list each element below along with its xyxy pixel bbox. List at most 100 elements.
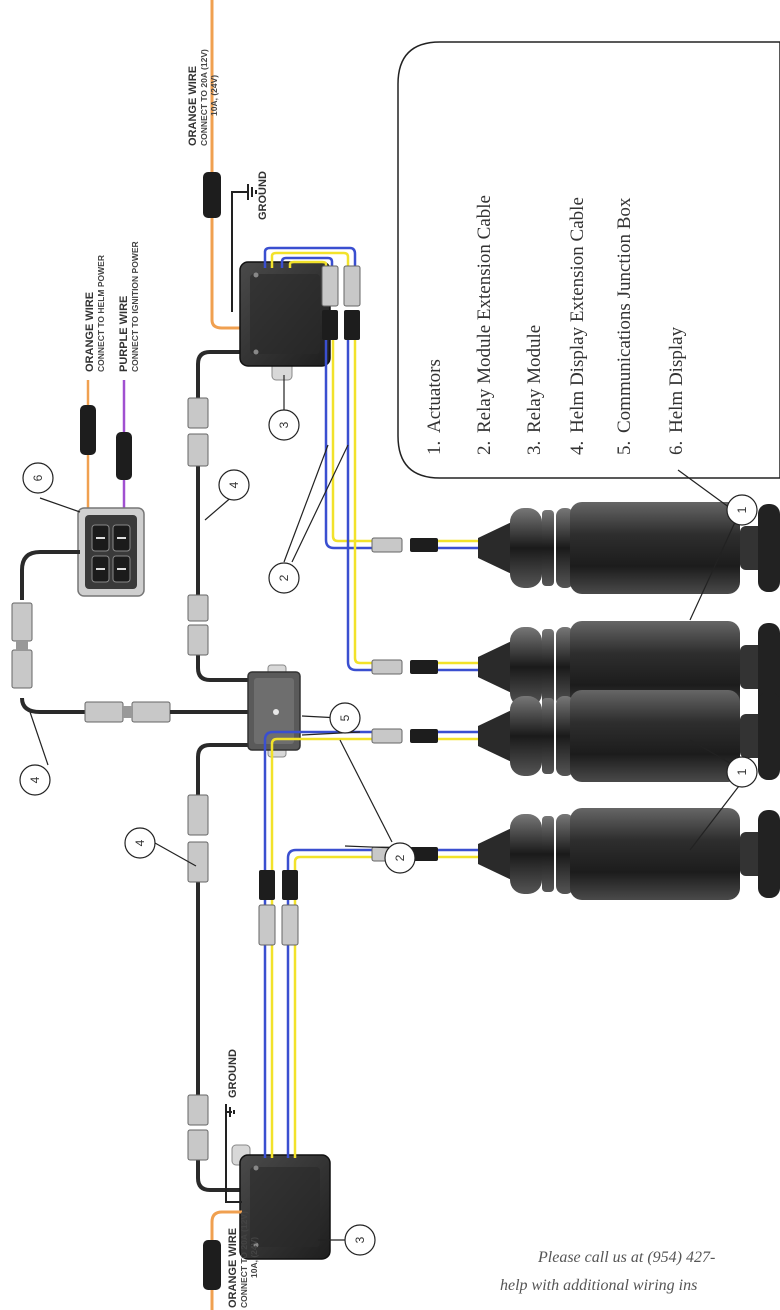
helm-power-wires bbox=[80, 380, 132, 510]
cable-connector bbox=[371, 728, 403, 744]
svg-text:1: 1 bbox=[735, 506, 749, 513]
junction-box bbox=[247, 664, 301, 758]
actuator bbox=[478, 690, 780, 782]
cable-connector bbox=[187, 397, 209, 1161]
top-ground-label: GROUND bbox=[257, 171, 269, 220]
callout-3-bottom: 3 bbox=[344, 1224, 376, 1256]
legend-item-1: 1. Actuators bbox=[424, 359, 445, 455]
cable-connector bbox=[410, 538, 438, 552]
svg-text:4: 4 bbox=[28, 776, 42, 783]
bottom-power-wire bbox=[203, 1104, 242, 1310]
svg-text:10A, (24V): 10A, (24V) bbox=[249, 1237, 259, 1278]
svg-text:ORANGE WIRE: ORANGE WIRE bbox=[187, 66, 199, 146]
legend-label-3: Relay Module bbox=[524, 325, 545, 433]
svg-text:5: 5 bbox=[338, 714, 352, 721]
callout-1-bottom: 1 bbox=[726, 756, 758, 788]
helm-purple-label: PURPLE WIRE CONNECT TO IGNITION POWER bbox=[118, 241, 140, 372]
legend-label-6: Helm Display bbox=[666, 326, 687, 433]
legend-item-4: 4. Helm Display Extension Cable bbox=[567, 197, 588, 455]
bottom-orange-label: ORANGE WIRE CONNECT TO 20A (12V) 10A, (2… bbox=[227, 1211, 259, 1308]
fuse-holder bbox=[203, 1240, 221, 1290]
cable-connector bbox=[259, 870, 275, 900]
cable-connector bbox=[11, 602, 171, 723]
legend-label-5: Communications Junction Box bbox=[614, 197, 635, 433]
legend-item-6: 6. Helm Display bbox=[666, 326, 687, 455]
callout-4-top: 4 bbox=[218, 469, 250, 501]
top-power-wire bbox=[203, 0, 257, 330]
svg-text:CONNECT TO 20A (12V): CONNECT TO 20A (12V) bbox=[239, 1211, 249, 1308]
svg-text:1: 1 bbox=[735, 768, 749, 775]
cable-connector bbox=[410, 847, 438, 861]
callout-4-left: 4 bbox=[19, 764, 51, 796]
ground-symbol-icon bbox=[247, 184, 257, 200]
callout-5: 5 bbox=[329, 702, 361, 734]
relay-module-bottom bbox=[231, 1144, 331, 1260]
legend-label-1: Actuators bbox=[424, 359, 445, 433]
svg-text:ORANGE WIRE: ORANGE WIRE bbox=[227, 1228, 239, 1308]
ground-symbol-icon bbox=[225, 1104, 235, 1120]
legend-num-4: 4. bbox=[567, 441, 588, 455]
callout-4-bottom: 4 bbox=[124, 827, 156, 859]
helm-display bbox=[77, 507, 145, 597]
cable-connector bbox=[281, 904, 299, 946]
svg-text:4: 4 bbox=[133, 839, 147, 846]
cable-connector bbox=[410, 660, 438, 674]
svg-text:3: 3 bbox=[277, 421, 291, 428]
leader-lines bbox=[29, 375, 743, 1241]
footer-line-2: help with additional wiring ins bbox=[500, 1277, 697, 1294]
legend-num-5: 5. bbox=[614, 441, 635, 455]
svg-text:4: 4 bbox=[227, 481, 241, 488]
legend-box: 1. Actuators 2. Relay Module Extension C… bbox=[397, 41, 780, 479]
svg-text:CONNECT TO HELM POWER: CONNECT TO HELM POWER bbox=[96, 255, 106, 372]
svg-text:6: 6 bbox=[31, 474, 45, 481]
actuator bbox=[478, 502, 780, 594]
svg-text:2: 2 bbox=[393, 854, 407, 861]
relay-extension-cable-bottom bbox=[258, 728, 480, 1158]
svg-text:GROUND: GROUND bbox=[227, 1049, 239, 1098]
legend-label-2: Relay Module Extension Cable bbox=[474, 195, 495, 433]
cable-connector bbox=[321, 265, 339, 307]
legend-label-4: Helm Display Extension Cable bbox=[567, 197, 588, 433]
svg-text:ORANGE WIRE: ORANGE WIRE bbox=[84, 292, 96, 372]
fuse-holder bbox=[116, 432, 132, 480]
callout-6: 6 bbox=[22, 462, 54, 494]
top-orange-label: ORANGE WIRE CONNECT TO 20A (12V) 10A, (2… bbox=[187, 49, 219, 146]
callout-2-top: 2 bbox=[268, 562, 300, 594]
svg-text:2: 2 bbox=[277, 574, 291, 581]
legend-item-3: 3. Relay Module bbox=[524, 325, 545, 455]
footer-note: Please call us at (954) 427- help with a… bbox=[500, 1249, 715, 1294]
legend-item-5: 5. Communications Junction Box bbox=[614, 197, 635, 455]
cable-connector bbox=[282, 870, 298, 900]
helm-extension-cable-main bbox=[187, 350, 252, 1192]
actuator bbox=[478, 808, 780, 900]
legend-num-3: 3. bbox=[524, 441, 545, 455]
helm-extension-cable-left bbox=[11, 550, 248, 723]
svg-text:10A, (24V): 10A, (24V) bbox=[209, 75, 219, 116]
svg-text:PURPLE WIRE: PURPLE WIRE bbox=[118, 296, 130, 372]
svg-text:CONNECT TO IGNITION POWER: CONNECT TO IGNITION POWER bbox=[130, 241, 140, 372]
legend-num-6: 6. bbox=[666, 441, 687, 455]
cable-connector bbox=[322, 310, 338, 340]
legend-item-2: 2. Relay Module Extension Cable bbox=[474, 195, 495, 455]
bottom-ground-label: GROUND bbox=[227, 1049, 239, 1098]
cable-connector bbox=[343, 265, 361, 307]
helm-orange-label: ORANGE WIRE CONNECT TO HELM POWER bbox=[84, 255, 106, 372]
cable-connector bbox=[344, 310, 360, 340]
cable-connector bbox=[410, 729, 438, 743]
cable-connector bbox=[258, 904, 276, 946]
legend-num-2: 2. bbox=[474, 441, 495, 455]
callout-1-top: 1 bbox=[726, 494, 758, 526]
fuse-holder bbox=[203, 172, 221, 218]
callout-2-bottom: 2 bbox=[384, 842, 416, 874]
svg-text:CONNECT TO 20A (12V): CONNECT TO 20A (12V) bbox=[199, 49, 209, 146]
relay-module-top bbox=[239, 261, 331, 381]
callout-3-top: 3 bbox=[268, 409, 300, 441]
svg-text:3: 3 bbox=[353, 1236, 367, 1243]
fuse-holder bbox=[80, 405, 96, 455]
cable-connector bbox=[371, 537, 403, 553]
cable-connector bbox=[371, 659, 403, 675]
relay-extension-cable-top bbox=[263, 246, 480, 675]
svg-text:GROUND: GROUND bbox=[257, 171, 269, 220]
legend-num-1: 1. bbox=[424, 441, 445, 455]
